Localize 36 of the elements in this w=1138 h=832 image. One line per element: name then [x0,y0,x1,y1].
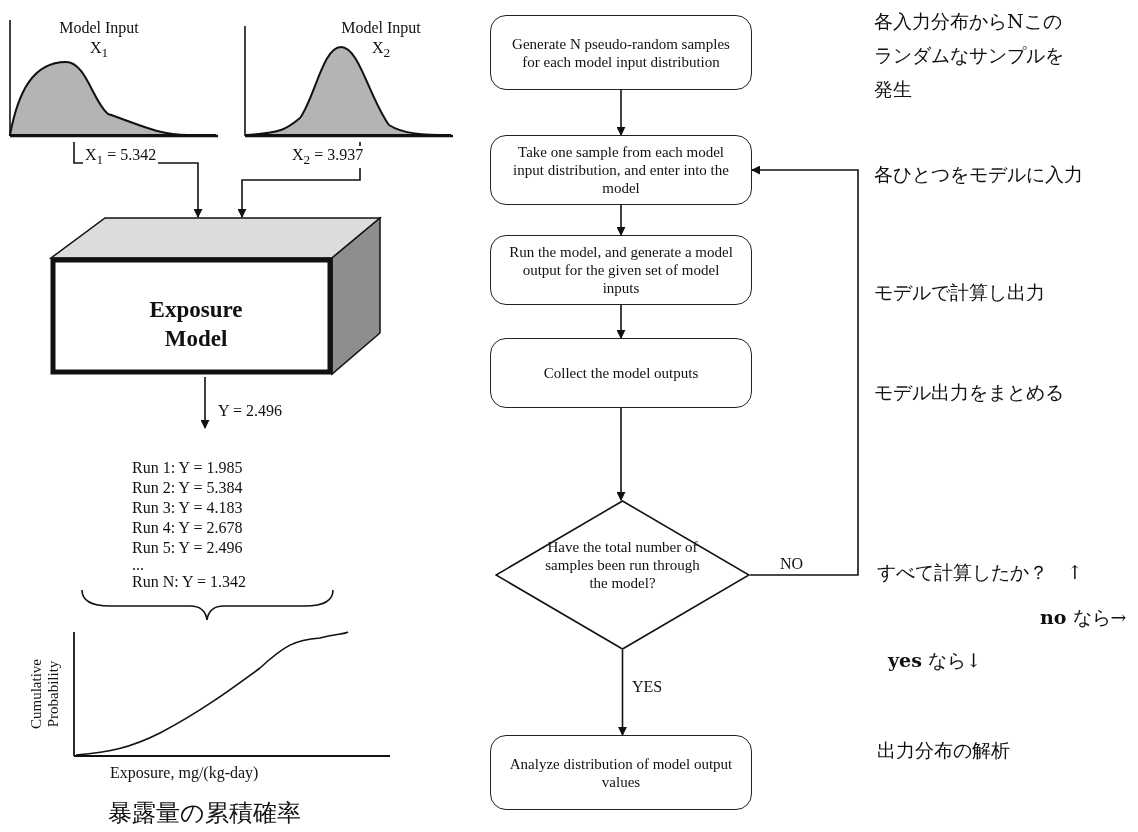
run-result: Run 1: Y = 1.985 [132,458,243,478]
annotation: 各ひとつをモデルに入力 [874,162,1083,187]
run-result: Run 4: Y = 2.678 [132,518,243,538]
annotation: 各入力分布からNこのランダムなサンプルを発生 [874,9,1065,102]
axis-title: Cumulative Probability [28,658,62,731]
run-result: Run N: Y = 1.342 [132,572,247,592]
annotation: 出力分布の解析 [877,738,1010,763]
arrow [618,649,627,736]
edge-label: X$_{2}$ = 3.937 [290,146,366,169]
run-result: ... [132,558,144,572]
arrow [200,376,210,429]
annotation: no なら→ [1040,605,1127,630]
arrow [616,89,626,136]
annotation: モデル出力をまとめる [874,380,1064,405]
run-result: Run 2: Y = 5.384 [132,478,243,498]
annotation: モデルで計算し出力 [874,280,1045,305]
process-box: Collect the model outputs [490,338,752,408]
process-box: Take one sample from each model input distribution, and enter into the model [490,135,752,205]
process-box: Generate N pseudo-random samples for each model input distribution [490,15,752,90]
arrow [616,304,626,339]
decision-diamond: Have the total number of samples been run through the model? [495,500,750,650]
caption: 暴露量の累積確率 [108,798,301,829]
run-result: Run 5: Y = 2.496 [132,538,243,558]
run-result: Run 3: Y = 4.183 [132,498,243,518]
arrow [237,141,361,218]
annotation: yes なら↓ [888,648,982,673]
block-label: Exposure Model [148,296,244,353]
plot-title: Model Input X$_{1}$ [58,18,140,63]
arrow [616,407,626,501]
axis-title: Exposure, mg/(kg-day) [110,764,259,782]
process-box: Run the model, and generate a model output for the given set of model inputs [490,235,752,305]
arrow [749,165,859,576]
process-box: Analyze distribution of model output values [490,735,752,810]
annotation: すべて計算したか？ ↑ [877,560,1083,585]
plot-title: Model Input X$_{2}$ [340,18,422,63]
arrow [616,204,626,236]
